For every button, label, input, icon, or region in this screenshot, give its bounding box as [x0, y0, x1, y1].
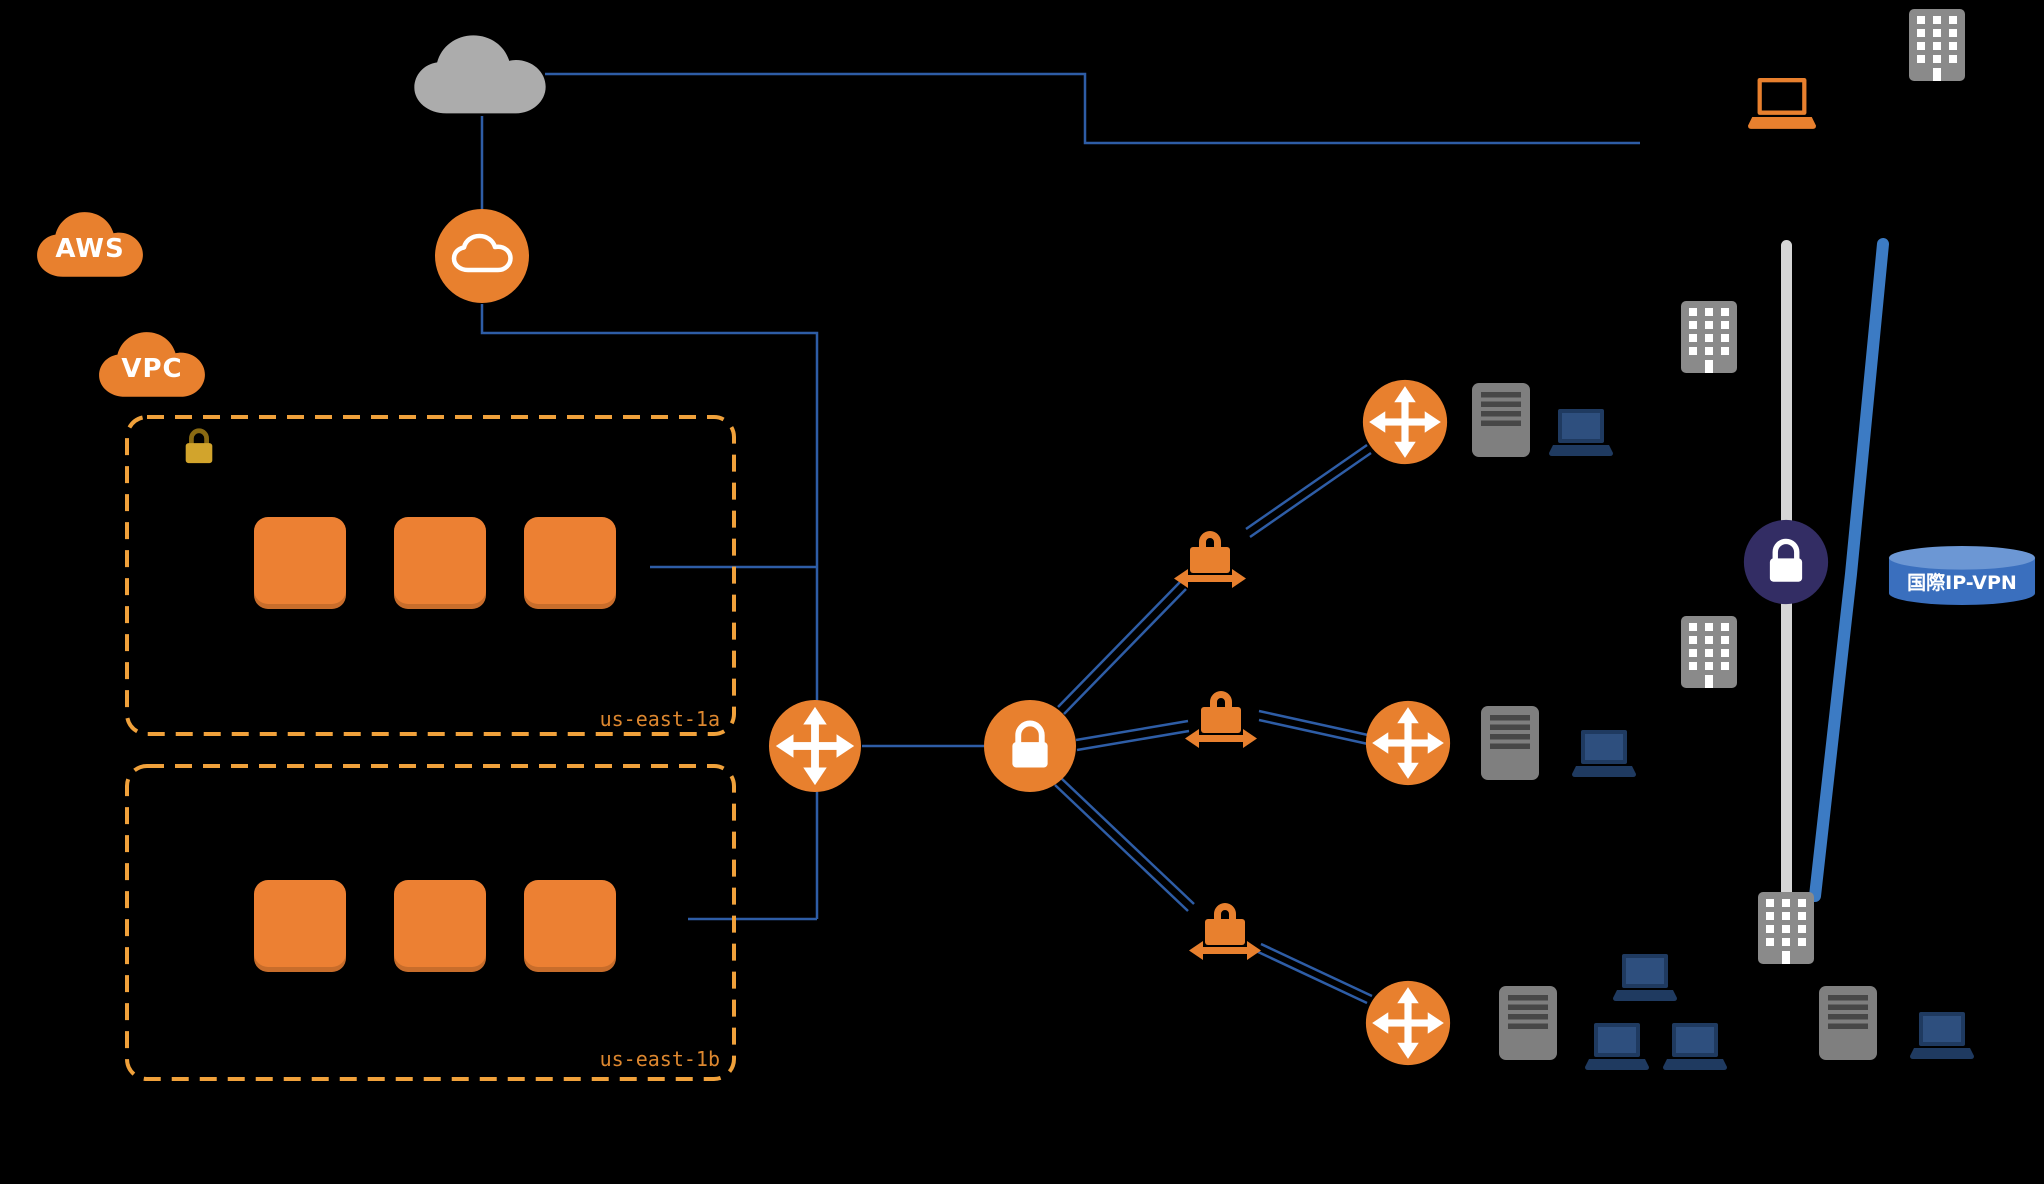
server-icon: [1480, 705, 1540, 781]
zone-b-label: us-east-1b: [599, 1047, 720, 1071]
ec2-instance: [394, 517, 486, 609]
building-icon: [1757, 891, 1815, 965]
ip-vpn-trunk-line: [1809, 238, 1889, 902]
vpn-connection-icon: [983, 699, 1077, 793]
ec2-instance: [524, 880, 616, 972]
ec2-instance: [254, 517, 346, 609]
zone-a-border: [125, 415, 736, 736]
router-icon: [1365, 700, 1451, 786]
server-icon: [1818, 985, 1878, 1061]
customer-gateway-icon: [1189, 895, 1261, 963]
customer-gateway-icon: [1185, 683, 1257, 751]
vpc-cloud-label: VPC: [121, 354, 183, 384]
server-icon: [1498, 985, 1558, 1061]
aws-cloud-icon: AWS: [36, 211, 144, 279]
ec2-instance: [394, 880, 486, 972]
vpc-cloud-icon: VPC: [98, 331, 206, 399]
laptop-icon: [1549, 409, 1613, 457]
gateway-to-vgw-line: [480, 304, 819, 701]
ec2-instance: [254, 880, 346, 972]
ip-vpn-cylinder-icon: 国際IP-VPN: [1888, 545, 2036, 606]
availability-zone-a: [124, 414, 737, 737]
laptop-icon: [1910, 1012, 1974, 1060]
virtual-private-gateway-icon: [768, 699, 862, 793]
zone-lock-icon: [180, 426, 218, 466]
laptop-icon: [1613, 954, 1677, 1002]
internet-cloud-icon: [413, 34, 547, 116]
remote-laptop-icon: [1748, 78, 1816, 130]
building-icon: [1908, 8, 1966, 82]
server-icon: [1471, 382, 1531, 458]
ec2-instance: [524, 517, 616, 609]
building-icon: [1680, 300, 1738, 374]
internet-gateway-icon: [434, 208, 530, 304]
laptop-icon: [1585, 1023, 1649, 1071]
ip-vpn-label: 国際IP-VPN: [1907, 572, 2017, 594]
laptop-icon: [1663, 1023, 1727, 1071]
building-icon: [1680, 615, 1738, 689]
availability-zone-b: [124, 763, 737, 1082]
secure-gateway-icon: [1743, 519, 1829, 605]
laptop-icon: [1572, 730, 1636, 778]
zone-a-label: us-east-1a: [599, 707, 720, 731]
internet-to-office-line: [545, 72, 1640, 145]
zone-b-border: [125, 764, 736, 1081]
customer-gateway-icon: [1174, 523, 1246, 591]
router-icon: [1362, 379, 1448, 465]
aws-cloud-label: AWS: [55, 234, 125, 264]
router-icon: [1365, 980, 1451, 1066]
